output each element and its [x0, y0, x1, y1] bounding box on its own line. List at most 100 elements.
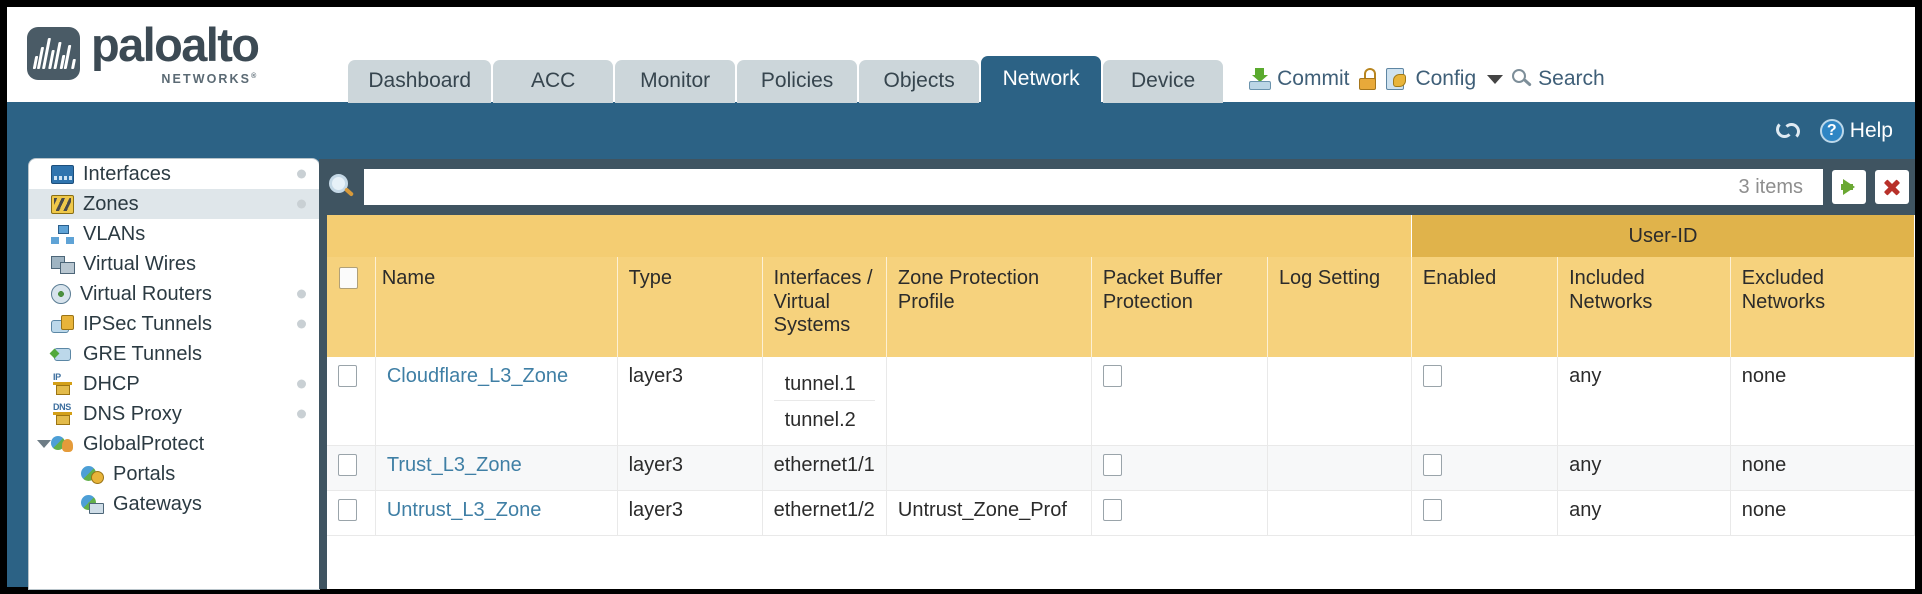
column-header-zone-protection-profile[interactable]: Zone Protection Profile — [886, 257, 1092, 357]
select-all-header[interactable] — [327, 257, 376, 357]
search-input[interactable] — [364, 169, 1823, 205]
globalprotect-icon — [51, 435, 74, 454]
tab-device[interactable]: Device — [1103, 60, 1224, 103]
lock-icon[interactable] — [1358, 68, 1377, 90]
userid-enabled-checkbox[interactable] — [1422, 499, 1442, 521]
zones-table: User-ID Name Type Interfaces / Virtual S… — [327, 215, 1915, 536]
vlans-icon — [51, 224, 74, 244]
tab-policies[interactable]: Policies — [737, 60, 858, 103]
userid-enabled-checkbox[interactable] — [1422, 365, 1442, 387]
column-header-enabled[interactable]: Enabled — [1411, 257, 1559, 357]
config-label: Config — [1415, 67, 1477, 90]
zone-name-link[interactable]: Trust_L3_Zone — [386, 454, 522, 476]
chevron-down-icon[interactable] — [1487, 74, 1504, 84]
refresh-icon[interactable] — [1775, 120, 1802, 142]
filter-toolbar: 3 items — [319, 159, 1915, 215]
main-panel: 3 items — [319, 159, 1915, 589]
column-header-type[interactable]: Type — [617, 257, 763, 357]
status-dot — [297, 289, 306, 299]
sidebar-item-vlans[interactable]: VLANs — [29, 219, 319, 249]
expander-triangle-icon[interactable] — [37, 440, 51, 448]
tab-monitor[interactable]: Monitor — [615, 60, 736, 103]
sidebar-item-label: Gateways — [113, 492, 202, 515]
cell-included-networks: any — [1557, 490, 1731, 536]
brand-logo: paloalto NETWORKS® — [7, 21, 260, 102]
cell-userid-enabled[interactable] — [1411, 490, 1559, 536]
row-select-cell[interactable] — [327, 445, 376, 491]
config-button[interactable]: Config — [1386, 67, 1476, 91]
row-select-cell[interactable] — [327, 357, 376, 446]
sidebar-item-globalprotect[interactable]: GlobalProtect — [29, 429, 319, 459]
cell-name[interactable]: Cloudflare_L3_Zone — [375, 357, 618, 446]
sidebar-item-virtual-wires[interactable]: Virtual Wires — [29, 249, 319, 279]
cell-packet-buffer-protection[interactable] — [1091, 490, 1268, 536]
table-header-row: Name Type Interfaces / Virtual Systems Z… — [327, 257, 1915, 357]
packet-buffer-protection-checkbox[interactable] — [1102, 454, 1122, 476]
filter-search-icon[interactable] — [329, 174, 355, 200]
status-dot — [297, 319, 306, 329]
row-checkbox[interactable] — [338, 499, 357, 521]
column-header-packet-buffer-protection[interactable]: Packet Buffer Protection — [1091, 257, 1268, 357]
column-header-interfaces[interactable]: Interfaces / Virtual Systems — [762, 257, 887, 357]
sidebar-item-dhcp[interactable]: IP DHCP — [29, 369, 319, 399]
search-label: Search — [1538, 67, 1605, 90]
tab-network[interactable]: Network — [981, 56, 1102, 103]
sidebar-item-label: Virtual Wires — [83, 252, 196, 275]
interfaces-icon — [51, 164, 74, 184]
cell-packet-buffer-protection[interactable] — [1091, 357, 1268, 446]
help-label: Help — [1849, 118, 1893, 142]
search-icon — [1512, 69, 1532, 89]
sidebar-item-dns-proxy[interactable]: DNS DNS Proxy — [29, 399, 319, 429]
close-icon — [1882, 177, 1902, 197]
sidebar-item-zones[interactable]: Zones — [29, 189, 319, 219]
sidebar-item-ipsec-tunnels[interactable]: IPSec Tunnels — [29, 309, 319, 339]
cell-excluded-networks: none — [1730, 357, 1915, 446]
column-header-name[interactable]: Name — [375, 257, 618, 357]
cell-zone-protection-profile — [886, 357, 1092, 446]
sidebar-item-gre-tunnels[interactable]: GRE Tunnels — [29, 339, 319, 369]
column-header-included-networks[interactable]: Included Networks — [1557, 257, 1731, 357]
interface-item: tunnel.1 — [773, 365, 875, 401]
userid-enabled-checkbox[interactable] — [1422, 454, 1442, 476]
sidebar: Interfaces Zones VLANs Virtual Wires Vir… — [29, 159, 319, 589]
tab-objects[interactable]: Objects — [859, 60, 980, 103]
status-dot — [297, 199, 306, 209]
apply-filter-button[interactable] — [1832, 170, 1866, 204]
table-row[interactable]: Untrust_L3_Zone layer3 ethernet1/2 Untru… — [327, 490, 1915, 536]
clear-filter-button[interactable] — [1875, 170, 1909, 204]
zone-name-link[interactable]: Untrust_L3_Zone — [386, 499, 542, 521]
tab-dashboard[interactable]: Dashboard — [348, 60, 492, 103]
cell-userid-enabled[interactable] — [1411, 357, 1559, 446]
packet-buffer-protection-checkbox[interactable] — [1102, 365, 1122, 387]
search-button[interactable]: Search — [1512, 67, 1605, 91]
sidebar-item-interfaces[interactable]: Interfaces — [29, 159, 319, 189]
sidebar-item-label: DHCP — [83, 372, 140, 395]
sidebar-item-portals[interactable]: Portals — [29, 459, 319, 489]
tab-acc[interactable]: ACC — [493, 60, 614, 103]
cell-name[interactable]: Trust_L3_Zone — [375, 445, 618, 491]
arrow-right-icon — [1841, 179, 1855, 195]
row-checkbox[interactable] — [338, 365, 357, 387]
column-header-log-setting[interactable]: Log Setting — [1267, 257, 1412, 357]
cell-interfaces: tunnel.1 tunnel.2 — [762, 357, 887, 446]
status-dot — [297, 379, 306, 389]
table-row[interactable]: Trust_L3_Zone layer3 ethernet1/1 any — [327, 445, 1915, 491]
sidebar-item-virtual-routers[interactable]: Virtual Routers — [29, 279, 319, 309]
packet-buffer-protection-checkbox[interactable] — [1102, 499, 1122, 521]
row-checkbox[interactable] — [338, 454, 357, 476]
paloalto-logo-icon — [27, 27, 80, 81]
select-all-checkbox[interactable] — [339, 267, 358, 289]
sidebar-item-gateways[interactable]: Gateways — [29, 489, 319, 519]
zone-name-link[interactable]: Cloudflare_L3_Zone — [386, 365, 569, 387]
column-header-excluded-networks[interactable]: Excluded Networks — [1730, 257, 1915, 357]
row-select-cell[interactable] — [327, 490, 376, 536]
cell-name[interactable]: Untrust_L3_Zone — [375, 490, 618, 536]
ipsec-tunnels-icon — [51, 314, 74, 334]
commit-button[interactable]: Commit — [1249, 67, 1349, 91]
cell-excluded-networks: none — [1730, 445, 1915, 491]
help-button[interactable]: ? Help — [1819, 118, 1893, 143]
cell-included-networks: any — [1557, 445, 1731, 491]
cell-packet-buffer-protection[interactable] — [1091, 445, 1268, 491]
table-group-header-row: User-ID — [327, 215, 1915, 257]
cell-userid-enabled[interactable] — [1411, 445, 1559, 491]
